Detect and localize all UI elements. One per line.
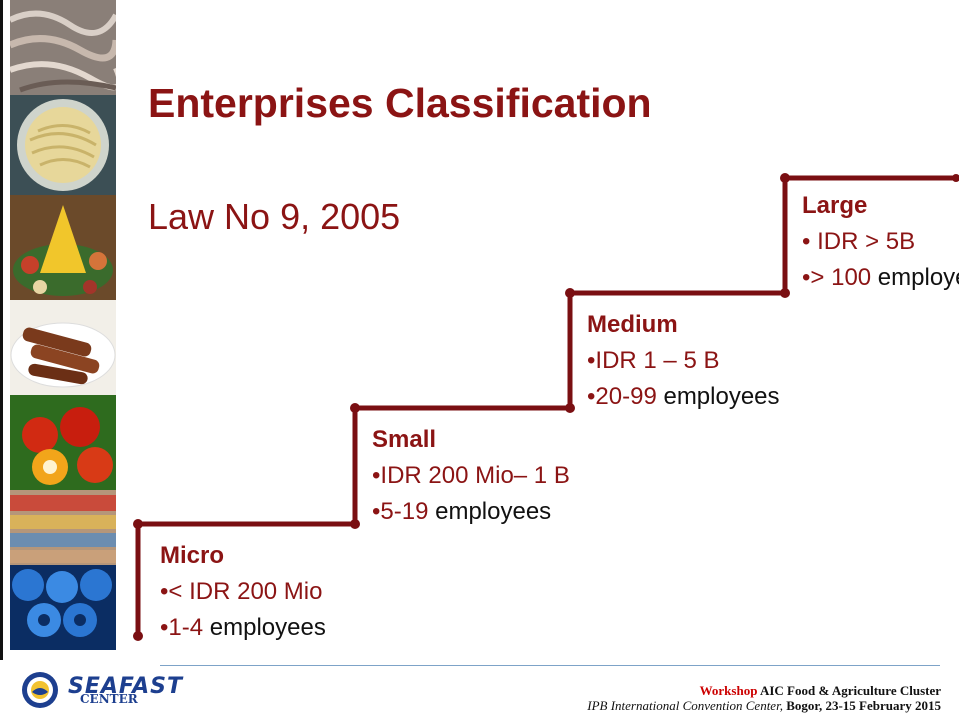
shrimp-photo [10, 0, 116, 95]
logo-text: SEAFAST [68, 674, 183, 699]
level-name: Large [802, 192, 868, 219]
seafast-emblem-icon [22, 672, 58, 708]
stair-node [565, 403, 575, 413]
stair-node [350, 519, 360, 529]
level-asset: •IDR 200 Mio– 1 B [372, 462, 570, 489]
level-name: Micro [160, 542, 225, 569]
grocery-shelf-photo [10, 490, 116, 565]
rice-cone-photo [10, 195, 116, 300]
stair-node [565, 288, 575, 298]
level-asset: • IDR > 5B [802, 228, 916, 255]
level-name: Medium [587, 311, 678, 338]
footer-divider [160, 665, 940, 666]
level-medium: Medium •IDR 1 – 5 B •20-99 employees [587, 307, 780, 415]
level-micro: Micro •< IDR 200 Mio •1-4 employees [160, 538, 326, 646]
cans-photo [10, 565, 116, 650]
stair-node [952, 174, 959, 182]
slide-title: Enterprises Classification [148, 80, 652, 126]
level-large: Large • IDR > 5B •> 100 employees [802, 188, 959, 296]
photo-strip [10, 0, 116, 650]
stair-node [350, 403, 360, 413]
level-small: Small •IDR 200 Mio– 1 B •5-19 employees [372, 422, 570, 530]
slide-subtitle: Law No 9, 2005 [148, 196, 401, 237]
level-employees: •20-99 employees [587, 383, 780, 410]
palm-fruit-photo [10, 395, 116, 490]
left-border [0, 0, 3, 660]
level-asset: •< IDR 200 Mio [160, 578, 323, 605]
level-employees: •5-19 employees [372, 498, 552, 525]
seafast-logo: SEAFAST CENTER [18, 670, 182, 710]
footer-event-info: Workshop AIC Food & Agriculture Cluster … [587, 683, 941, 713]
level-asset: •IDR 1 – 5 B [587, 347, 720, 374]
level-employees: •> 100 employees [802, 264, 959, 291]
logo-subtext: CENTER [80, 692, 138, 706]
footer-line-1: Workshop AIC Food & Agriculture Cluster [699, 683, 941, 698]
stair-node [133, 519, 143, 529]
footer-line-2: IPB International Convention Center, Bog… [587, 698, 941, 713]
noodles-photo [10, 95, 116, 195]
stair-node [780, 288, 790, 298]
stair-node [133, 631, 143, 641]
stair-node [780, 173, 790, 183]
level-employees: •1-4 employees [160, 614, 326, 641]
satay-photo [10, 300, 116, 395]
level-name: Small [372, 426, 437, 453]
